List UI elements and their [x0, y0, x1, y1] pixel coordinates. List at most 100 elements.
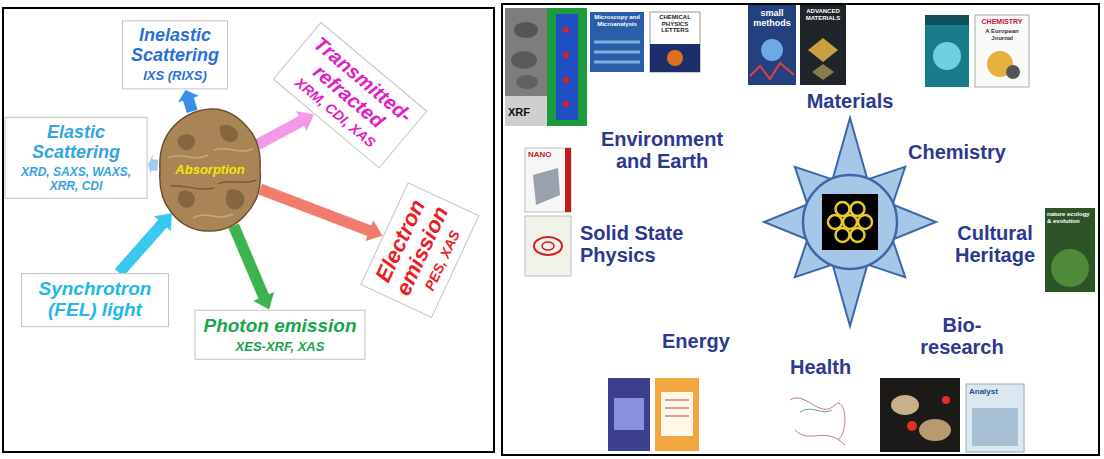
- node-heading: Inelastic Scattering: [131, 26, 219, 66]
- node-heading: Absorption: [175, 163, 244, 177]
- light-source-box: Synchrotron (FEL) light: [21, 273, 169, 327]
- cover-art: [812, 64, 834, 80]
- cover-title: ADVANCED MATERIALS: [802, 8, 844, 21]
- blob-texture: [220, 125, 238, 142]
- sun-ray: [833, 118, 867, 178]
- journal-cover: [590, 12, 644, 72]
- cover-title: NANO: [528, 151, 552, 160]
- journal-cover: [655, 378, 699, 451]
- cover-art: [650, 44, 700, 72]
- block-arrow: [228, 223, 275, 310]
- cover-art: [761, 39, 783, 61]
- cover-art: [667, 50, 683, 66]
- cover-art: [534, 237, 562, 255]
- blob-texture: [214, 149, 253, 151]
- technique-list: XES-XRF, XAS: [203, 339, 356, 355]
- cover-title: Analyst: [969, 388, 998, 397]
- electron-emission-box: Electron emissionPES, XAS: [360, 182, 480, 318]
- cover-art: [972, 408, 1018, 446]
- xrf-image: [505, 8, 547, 126]
- technique-list: IXS (RIXS): [131, 68, 219, 84]
- xrf-map: [563, 27, 569, 33]
- xrf-map: [563, 77, 569, 83]
- bio-image: [942, 396, 950, 404]
- field-label: Cultural Heritage: [945, 222, 1045, 267]
- field-label: Environment and Earth: [592, 128, 732, 173]
- blob-texture: [160, 109, 261, 231]
- left-panel: [3, 8, 494, 452]
- block-arrow: [257, 183, 383, 242]
- xrf-map: [563, 52, 569, 58]
- cover-art: [533, 168, 560, 205]
- cover-art: [594, 42, 640, 62]
- elastic-scattering-box: Elastic ScatteringXRD, SAXS, WAXS, XRR, …: [5, 117, 148, 199]
- journal-cover: [800, 5, 846, 85]
- hex-rings: [828, 202, 872, 242]
- cover-art: [808, 38, 838, 62]
- image-label: XRF: [508, 106, 530, 118]
- journal-cover: [650, 12, 700, 72]
- blob-texture: [218, 180, 256, 184]
- bio-image: [907, 421, 917, 431]
- journal-cover: [525, 148, 571, 212]
- xrf-image: [514, 22, 538, 38]
- field-label: Energy: [662, 330, 730, 352]
- field-label: Bio-research: [912, 314, 1012, 359]
- right-panel: [502, 4, 1099, 455]
- journal-cover: [748, 5, 796, 85]
- node-heading: Synchrotron (FEL) light: [30, 279, 160, 321]
- cover-art: [933, 42, 961, 70]
- journal-cover: [966, 384, 1024, 452]
- journal-cover: [1045, 208, 1095, 292]
- field-label: Materials: [795, 90, 905, 112]
- cover-art: [665, 400, 689, 416]
- bio-image: [919, 419, 951, 441]
- cover-title: CHEMICAL PHYSICS LETTERS: [652, 14, 698, 34]
- health-image: [782, 386, 856, 452]
- health-image: [790, 398, 845, 445]
- absorption-blob: Absorption: [158, 108, 262, 232]
- sample-image: [822, 194, 878, 250]
- journal-cover: [975, 15, 1029, 87]
- ring: [836, 202, 850, 216]
- ring: [843, 215, 857, 229]
- blob-texture: [168, 155, 208, 158]
- cover-art: [750, 63, 794, 79]
- cover-art: [614, 398, 644, 430]
- xrf-map: [556, 14, 578, 120]
- ring: [858, 215, 872, 229]
- blob-texture: [178, 134, 195, 150]
- cover-art: [1051, 249, 1089, 287]
- cover-title: small methods: [750, 8, 794, 28]
- inelastic-scattering-box: Inelastic ScatteringIXS (RIXS): [122, 20, 228, 89]
- cover-art: [925, 15, 969, 25]
- node-heading: Photon emission: [203, 316, 356, 337]
- cover-title: CHEMISTRY: [977, 18, 1027, 26]
- ring: [828, 215, 842, 229]
- transmitted-box: Transmitted-refractedXRM, CDI, XAS: [273, 22, 427, 168]
- cover-art: [1006, 65, 1020, 79]
- journal-cover: [608, 378, 650, 451]
- cover-title: Microscopy and Microanalysis: [592, 14, 642, 27]
- journal-cover: [525, 216, 571, 276]
- ring: [851, 228, 865, 242]
- journal-cover: [925, 15, 969, 87]
- xrf-image: [516, 75, 538, 89]
- bio-image: [891, 395, 919, 415]
- node-heading: Elastic Scattering: [32, 123, 120, 163]
- ring: [851, 202, 865, 216]
- field-label: Chemistry: [908, 141, 1006, 163]
- photon-emission-box: Photon emissionXES-XRF, XAS: [194, 310, 365, 360]
- sun-ray: [833, 266, 867, 326]
- cover-art: [661, 392, 693, 436]
- block-arrow: [148, 153, 159, 177]
- sun-ray: [894, 205, 936, 239]
- technique-list: XRD, SAXS, WAXS, XRR, CDI: [14, 164, 139, 193]
- cover-subtitle: A European Journal: [977, 28, 1027, 41]
- xrf-image: [511, 51, 537, 69]
- cover-art: [542, 242, 554, 250]
- blob-texture: [193, 214, 233, 218]
- field-label: Health: [790, 356, 851, 378]
- bio-image: [880, 378, 960, 452]
